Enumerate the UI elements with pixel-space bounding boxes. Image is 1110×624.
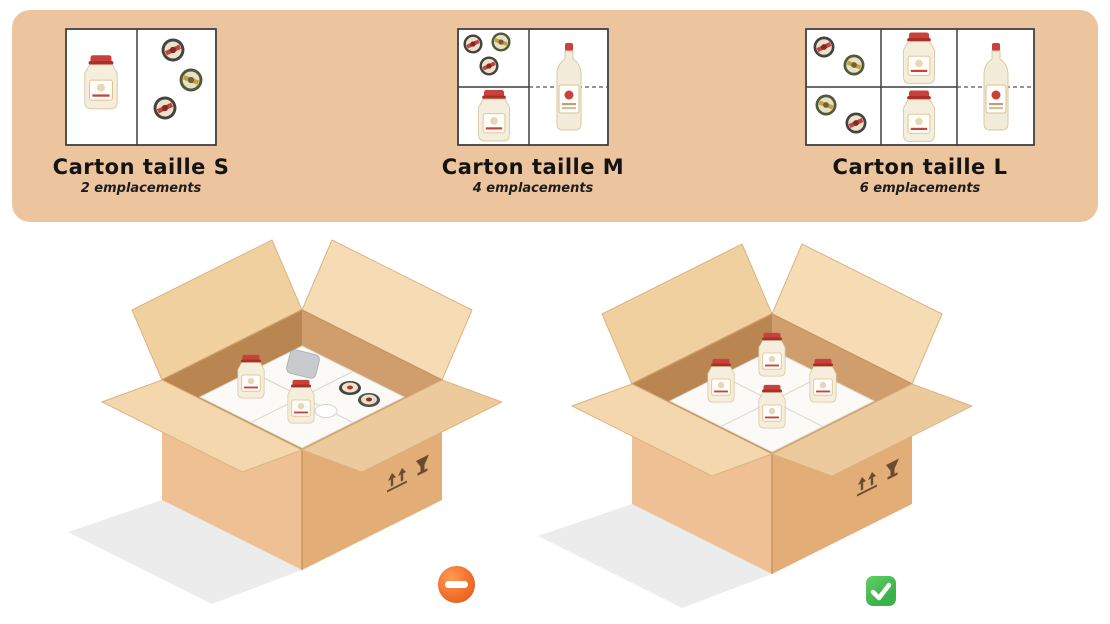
carton-l-diagram [805, 28, 1035, 146]
carton-l-title: Carton taille L [832, 155, 1008, 179]
carton-s-diagram [65, 28, 217, 146]
carton-size-l: Carton taille L 6 emplacements [790, 28, 1050, 196]
carton-m-capacity: 4 emplacements [472, 181, 594, 196]
check-mark [870, 582, 892, 601]
check-icon [866, 576, 896, 606]
carton-size-m: Carton taille M 4 emplacements [428, 28, 638, 196]
carton-l-capacity: 6 emplacements [859, 181, 981, 196]
no-entry-bar [445, 581, 468, 588]
shipping-marks-icon [857, 458, 899, 497]
incorrect-packing-example [62, 228, 502, 608]
correct-packing-example [532, 232, 972, 612]
carton-s-title: Carton taille S [52, 155, 230, 179]
carton-m-title: Carton taille M [441, 155, 625, 179]
carton-s-capacity: 2 emplacements [80, 181, 202, 196]
open-box-correct-illustration [538, 243, 972, 608]
shipping-marks-icon [387, 454, 429, 493]
open-box-incorrect-illustration [68, 239, 502, 604]
carton-size-s: Carton taille S 2 emplacements [36, 28, 246, 196]
no-entry-icon [438, 566, 475, 603]
carton-sizes-panel: Carton taille S 2 emplacements Carton ta… [12, 10, 1098, 222]
carton-m-diagram [457, 28, 609, 146]
